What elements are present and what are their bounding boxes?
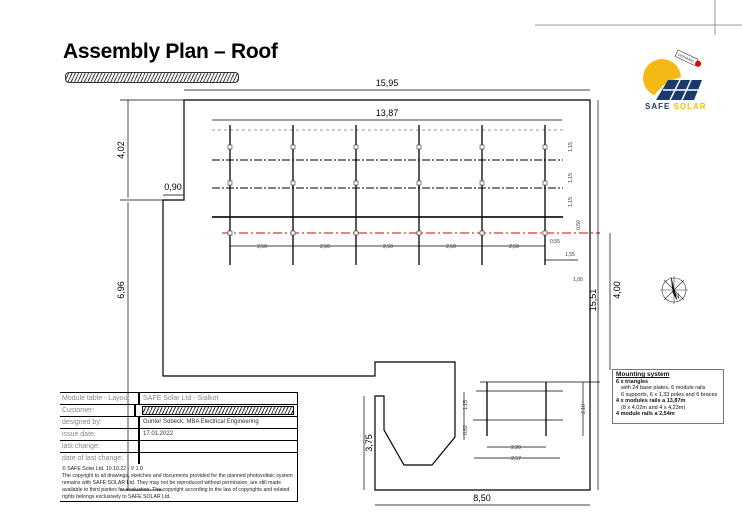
tb-label: Customer: bbox=[60, 405, 136, 416]
dim-spacing: 2,50 bbox=[509, 244, 519, 250]
dim-spacing: 2,50 bbox=[383, 244, 393, 250]
page-title: Assembly Plan – Roof bbox=[63, 40, 278, 63]
dim-small: 2,20 bbox=[511, 445, 521, 451]
base-plate bbox=[353, 180, 359, 186]
base-plate bbox=[353, 230, 359, 236]
base-plate bbox=[227, 230, 233, 236]
mounting-line: 6 x triangles bbox=[616, 378, 649, 385]
tb-row: issue date:17.01.2022 bbox=[60, 429, 297, 441]
base-plate bbox=[416, 144, 422, 150]
dim-left-upper: 4,02 bbox=[116, 141, 126, 159]
dim-gap-right: 1,00 bbox=[573, 277, 583, 283]
base-plate bbox=[290, 230, 296, 236]
mounting-heading: Mounting system bbox=[616, 371, 670, 378]
safe-solar-logo: GERMANY bbox=[643, 49, 702, 101]
dim-overall-width: 15,95 bbox=[376, 78, 399, 88]
module-rails bbox=[212, 129, 600, 234]
tb-value bbox=[140, 441, 297, 452]
dim-small: 2,10 bbox=[581, 404, 587, 414]
dim-small: 1,15 bbox=[463, 400, 469, 410]
base-plate bbox=[353, 144, 359, 150]
tb-value: 17.01.2022 bbox=[143, 431, 174, 437]
tb-label: date of last change: bbox=[60, 453, 140, 464]
triangle-posts bbox=[227, 125, 548, 265]
dim-bottom-width: 8,50 bbox=[473, 493, 491, 503]
dim-small: 2,57 bbox=[511, 456, 521, 462]
tb-value: Gunter Sobeck, MBA Electrical Engineerin… bbox=[143, 419, 259, 425]
base-plate bbox=[290, 180, 296, 186]
base-plate bbox=[227, 180, 233, 186]
dim-spacing: 2,50 bbox=[257, 244, 267, 250]
roof-outline bbox=[162, 99, 591, 491]
base-plate bbox=[227, 144, 233, 150]
redacted-subtitle bbox=[65, 72, 239, 83]
dim-rail-length: 13,87 bbox=[376, 108, 399, 118]
mounting-line: 4 x modules rails a 13,87m bbox=[616, 398, 686, 404]
logo-brand-b: SOLAR bbox=[673, 102, 707, 111]
base-plate bbox=[290, 144, 296, 150]
compass-icon: N bbox=[660, 276, 688, 304]
mounting-line: 4 module rails a 2,54m bbox=[616, 411, 675, 417]
dim-row: 1,15 bbox=[568, 197, 574, 207]
dim-step: 0,90 bbox=[164, 182, 182, 192]
dim-bottom-gap: 0,50 bbox=[576, 220, 582, 230]
tb-row: Customer: bbox=[60, 405, 297, 417]
dim-spacing: 2,50 bbox=[320, 244, 330, 250]
base-plate bbox=[416, 180, 422, 186]
tb-row: last change: bbox=[60, 441, 297, 453]
dim-right-height: 15,51 bbox=[588, 289, 598, 312]
tb-label: last change: bbox=[60, 441, 140, 452]
tb-row: date of last change: bbox=[60, 453, 297, 464]
tb-value bbox=[140, 453, 297, 464]
germany-badge: GERMANY bbox=[677, 53, 695, 64]
mounting-line: with 24 base plates, 6 module rails bbox=[621, 385, 706, 391]
compass-north-label: N bbox=[675, 294, 679, 300]
copyright-text: The copyright to all drawings, sketches … bbox=[62, 473, 293, 500]
base-plate bbox=[542, 180, 548, 186]
base-plate bbox=[542, 230, 548, 236]
dim-left-lower: 6,96 bbox=[116, 281, 126, 299]
dimension-lines bbox=[120, 89, 611, 506]
logo-text: SAFE SOLAR bbox=[645, 102, 707, 111]
dim-spacing: 2,50 bbox=[446, 244, 456, 250]
mounting-system-box: Mounting system 6 x triangles with 24 ba… bbox=[612, 369, 724, 424]
base-plate bbox=[479, 180, 485, 186]
base-plate bbox=[542, 144, 548, 150]
base-plate bbox=[479, 144, 485, 150]
version-text: © SAFE Solar Ltd. 10.10.22 - V 1.0 bbox=[62, 466, 143, 472]
dim-edge-offset: 1,55 bbox=[565, 252, 575, 258]
tb-label: designed by: bbox=[60, 417, 140, 428]
dim-overhang: 0,55 bbox=[550, 239, 560, 245]
tb-value: SAFE Solar Ltd - Sialkot bbox=[143, 395, 219, 402]
logo-brand-a: SAFE bbox=[645, 102, 671, 111]
dim-to-edge: 4,00 bbox=[612, 281, 622, 299]
dim-small: 0,62 bbox=[463, 425, 469, 435]
dim-row: 1,15 bbox=[568, 142, 574, 152]
tb-label: issue date: bbox=[60, 429, 140, 440]
frame-lines bbox=[535, 0, 742, 35]
tb-label: Module table - Layout bbox=[60, 393, 140, 404]
mounting-line: 6 supports, 6 x 1,33 poles and 6 braces bbox=[621, 391, 718, 398]
dim-row: 1,15 bbox=[568, 173, 574, 183]
dim-bottom-left: 3,75 bbox=[364, 434, 374, 452]
base-plate bbox=[416, 230, 422, 236]
base-plate bbox=[479, 230, 485, 236]
customer-redacted bbox=[142, 406, 294, 415]
mounting-line: (8 x 4,02m and 4 x 4,23m) bbox=[621, 404, 686, 411]
tb-row: designed by:Gunter Sobeck, MBA Electrica… bbox=[60, 417, 297, 429]
